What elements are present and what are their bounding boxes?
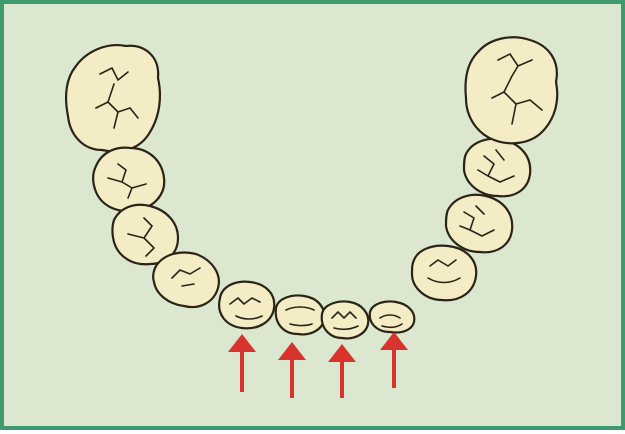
- tooth-right-premolar-1: [446, 195, 512, 253]
- arrow-3: [328, 344, 356, 398]
- tooth-right-premolar-2: [412, 246, 476, 301]
- tooth-right-incisor: [322, 302, 369, 339]
- tooth-left-canine: [219, 282, 274, 329]
- tooth-right-molar-1: [466, 37, 558, 143]
- tooth-left-molar-1: [66, 45, 160, 151]
- arrow-1: [228, 334, 256, 392]
- tooth-left-premolar-2: [153, 253, 219, 308]
- arrow-4: [380, 332, 408, 388]
- tooth-right-canine: [370, 301, 415, 332]
- dental-arch-diagram: [4, 4, 625, 434]
- tooth-right-molar-2: [464, 139, 530, 197]
- tooth-left-incisor: [276, 296, 325, 335]
- tooth-left-molar-2: [93, 148, 164, 211]
- arrow-2: [278, 342, 306, 398]
